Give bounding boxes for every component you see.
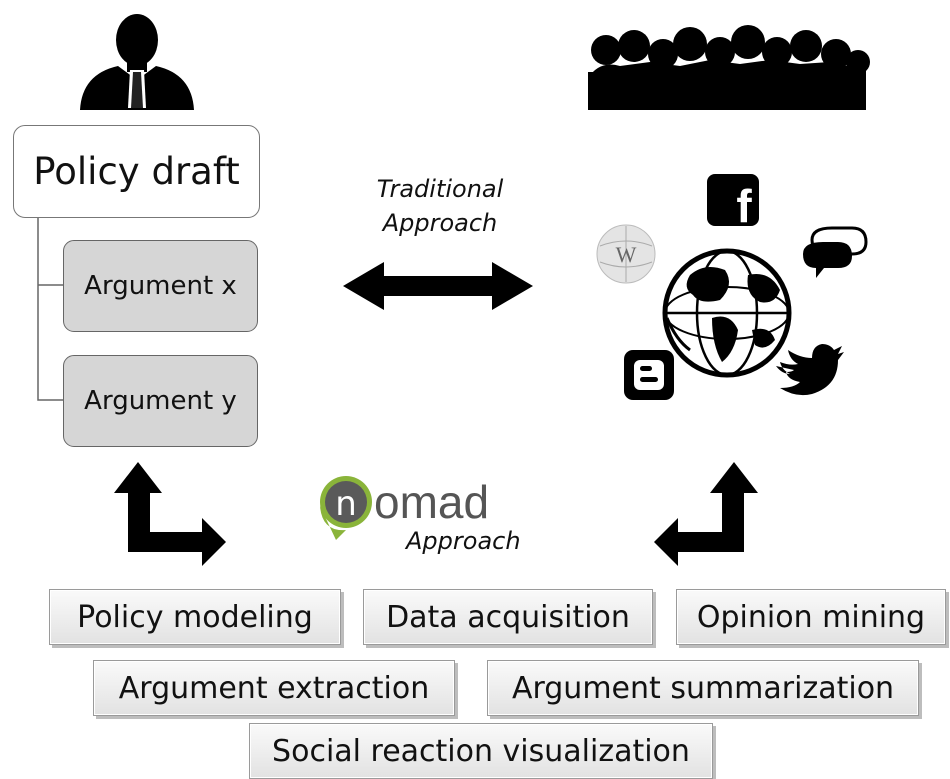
- module-label: Argument extraction: [118, 670, 430, 706]
- tree-connector: [37, 218, 63, 401]
- elbow-arrow-right: [654, 462, 758, 566]
- svg-text:f: f: [736, 180, 752, 232]
- argument-y-box: Argument y: [63, 355, 258, 447]
- module-label: Data acquisition: [386, 599, 630, 635]
- svg-text:n: n: [335, 484, 357, 524]
- argument-y-label: Argument y: [84, 386, 237, 416]
- policy-draft-box: Policy draft: [13, 125, 260, 218]
- module-label: Policy modeling: [77, 599, 313, 635]
- chat-bubble-icon: [803, 226, 868, 278]
- twitter-icon: [776, 344, 844, 396]
- blogger-icon: [624, 350, 674, 400]
- traditional-line1: Traditional: [376, 175, 504, 203]
- module-label: Argument summarization: [511, 670, 895, 706]
- crowd-icon: [588, 25, 870, 110]
- svg-text:W: W: [616, 242, 637, 267]
- nomad-approach-label: Approach: [406, 527, 521, 555]
- traditional-line2: Approach: [382, 209, 498, 237]
- module-opinion-mining: Opinion mining: [676, 589, 946, 645]
- argument-x-box: Argument x: [63, 240, 258, 332]
- double-arrow: [343, 262, 533, 310]
- module-argument-summarization: Argument summarization: [487, 660, 919, 716]
- module-argument-extraction: Argument extraction: [93, 660, 455, 716]
- module-data-acquisition: Data acquisition: [363, 589, 653, 645]
- elbow-arrow-left: [114, 462, 226, 566]
- module-social-reaction-visualization: Social reaction visualization: [249, 723, 713, 779]
- nomad-logo-text: omad: [374, 476, 489, 528]
- wikipedia-icon: W: [596, 224, 656, 284]
- module-policy-modeling: Policy modeling: [49, 589, 341, 645]
- argument-x-label: Argument x: [84, 271, 237, 301]
- traditional-approach-label: Traditional Approach: [350, 172, 530, 240]
- module-label: Opinion mining: [696, 599, 926, 635]
- globe-icon: [662, 248, 792, 378]
- policy-draft-label: Policy draft: [33, 150, 240, 193]
- module-label: Social reaction visualization: [272, 733, 690, 769]
- policy-maker-icon: [80, 14, 194, 110]
- nomad-logo-icon: n: [320, 476, 372, 540]
- facebook-icon: f: [707, 174, 759, 232]
